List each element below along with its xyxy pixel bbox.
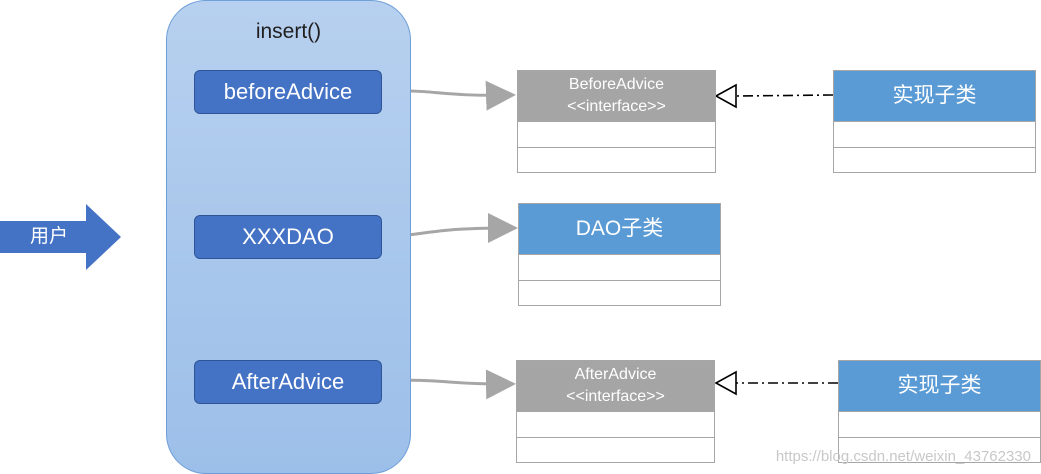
- after-impl-attributes: [839, 412, 1040, 438]
- before-advice-methods: [518, 148, 715, 173]
- before-advice-attributes: [518, 122, 715, 148]
- method-title: insert(): [255, 20, 322, 43]
- before-impl-attributes: [834, 122, 1035, 148]
- before-advice-header: BeforeAdvice <<interface>>: [518, 71, 715, 122]
- before-advice-name: BeforeAdvice: [568, 76, 665, 93]
- after-impl-header: 实现子类: [839, 361, 1040, 412]
- before-advice-interface: BeforeAdvice <<interface>>: [517, 70, 716, 173]
- after-advice-header: AfterAdvice <<interface>>: [517, 361, 714, 412]
- before-impl-header: 实现子类: [834, 71, 1035, 122]
- after-realization-head: [714, 370, 737, 396]
- dao-class-attributes: [519, 255, 720, 281]
- before-advice-step: beforeAdvice: [194, 70, 382, 114]
- user-label: 用户: [30, 226, 69, 247]
- after-advice-interface: AfterAdvice <<interface>>: [516, 360, 715, 463]
- dao-class-methods: [519, 281, 720, 306]
- before-realization-line: [735, 94, 834, 97]
- before-impl-name: 实现子类: [892, 84, 977, 107]
- after-advice-attributes: [517, 412, 714, 438]
- dao-step: XXXDAO: [194, 215, 382, 259]
- dao-class-header: DAO子类: [519, 204, 720, 255]
- watermark: https://blog.csdn.net/weixin_43762330: [775, 448, 1031, 465]
- dao-class-name: DAO子类: [575, 217, 664, 240]
- before-advice-stereotype: <<interface>>: [567, 98, 666, 115]
- before-impl-class: 实现子类: [833, 70, 1036, 173]
- after-advice-step: AfterAdvice: [194, 360, 382, 404]
- after-advice-methods: [517, 438, 714, 463]
- after-advice-name: AfterAdvice: [574, 366, 657, 383]
- after-impl-class: 实现子类: [838, 360, 1041, 463]
- after-advice-stereotype: <<interface>>: [566, 388, 665, 405]
- before-realization-head: [714, 83, 737, 109]
- before-impl-methods: [834, 148, 1035, 173]
- after-impl-name: 实现子类: [897, 374, 982, 397]
- user-arrow-icon: [0, 204, 121, 270]
- dao-class: DAO子类: [518, 203, 721, 306]
